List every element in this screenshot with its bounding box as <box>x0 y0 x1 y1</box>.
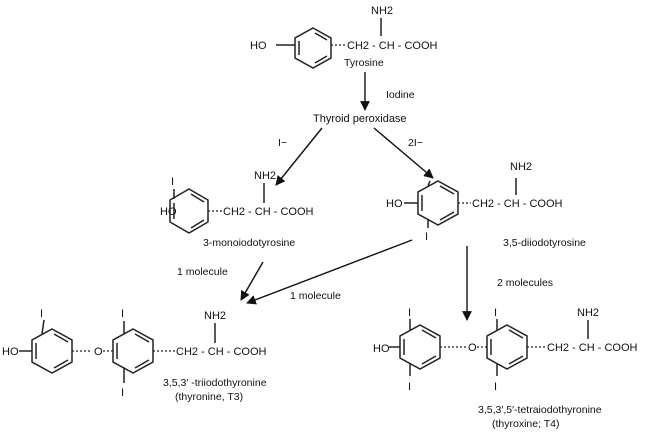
t3-iodine-3prime: I <box>40 308 43 320</box>
tyrosine-benzene-ring <box>294 27 332 69</box>
tyrosine-nh2-label: NH2 <box>371 5 393 17</box>
mit-benzene-ring <box>169 188 209 234</box>
dit-to-t3-arrow <box>246 239 413 305</box>
i-minus-label: I− <box>278 137 287 149</box>
tyrosine-ho-label: HO <box>250 40 267 52</box>
t3-outer-ring <box>31 328 73 374</box>
dit-benzene-ring <box>417 180 459 226</box>
iodine-label: Iodine <box>386 89 415 101</box>
monoiodotyrosine-structure: HO I CH2 - CH - COOH NH2 3-monoiodotyros… <box>160 170 314 249</box>
t4-iodine-3prime: I <box>408 307 411 319</box>
dit-name: 3,5-diiodotyrosine <box>503 237 586 249</box>
t4-inner-ring <box>486 324 528 370</box>
thyroid-peroxidase-label: Thyroid peroxidase <box>313 113 407 125</box>
two-i-minus-arrow <box>373 127 434 179</box>
t4-side-chain: CH2 - CH - COOH <box>547 342 638 354</box>
t4-name-line1: 3,5,3′,5′-tetraiodothyronine <box>478 404 602 416</box>
one-molecule-label-b: 1 molecule <box>290 290 341 302</box>
t3-iodine-5: I <box>121 387 124 399</box>
tyrosine-structure: HO CH2 - CH - COOH NH2 Tyrosine <box>250 5 438 69</box>
t4-outer-ring <box>399 324 441 370</box>
t4-ho-label: HO <box>373 343 390 355</box>
dit-nh2-label: NH2 <box>510 161 532 173</box>
t4-ether-oxygen: O <box>468 342 477 354</box>
t3-name-line2: (thyronine, T3) <box>175 391 243 403</box>
mit-to-t3-arrow <box>240 261 264 301</box>
tyrosine-name: Tyrosine <box>344 57 384 69</box>
mit-name: 3-monoiodotyrosine <box>203 237 295 249</box>
t4-nh2-label: NH2 <box>577 307 599 319</box>
mit-ho-label: HO <box>160 206 177 218</box>
t4-iodine-3: I <box>494 307 497 319</box>
triiodothyronine-structure: HO I O I I CH2 - CH - COOH NH2 3,5,3′ -t… <box>2 308 267 403</box>
t3-iodine-3: I <box>121 308 124 320</box>
t4-iodine-5: I <box>494 381 497 393</box>
t3-ether-oxygen: O <box>94 346 103 358</box>
diiodotyrosine-structure: HO I I CH2 - CH - COOH NH2 3,5-diiodotyr… <box>386 161 586 249</box>
t3-side-chain: CH2 - CH - COOH <box>176 346 267 358</box>
mit-nh2-label: NH2 <box>254 170 276 182</box>
tetraiodothyronine-structure: HO I I O I I CH2 - CH - COOH NH2 3,5,3′,… <box>373 307 638 430</box>
tyrosine-side-chain: CH2 - CH - COOH <box>347 40 438 52</box>
dit-side-chain: CH2 - CH - COOH <box>472 198 563 210</box>
t4-name-line2: (thyroxine; T4) <box>492 418 560 430</box>
t3-nh2-label: NH2 <box>204 310 226 322</box>
i-minus-arrow <box>275 127 323 186</box>
mit-side-chain: CH2 - CH - COOH <box>223 206 314 218</box>
two-molecules-label: 2 molecules <box>497 277 553 289</box>
dit-iodine-bottom: I <box>425 231 428 243</box>
t4-iodine-5prime: I <box>408 381 411 393</box>
dit-iodine-top: I <box>427 168 430 180</box>
one-molecule-label-a: 1 molecule <box>177 266 228 278</box>
dit-ho-label: HO <box>386 198 403 210</box>
two-i-minus-label: 2I− <box>408 137 423 149</box>
t3-inner-ring <box>112 328 154 374</box>
t3-ho-label: HO <box>2 346 19 358</box>
mit-iodine: I <box>171 176 174 188</box>
t3-name-line1: 3,5,3′ -triiodothyronine <box>163 377 267 389</box>
